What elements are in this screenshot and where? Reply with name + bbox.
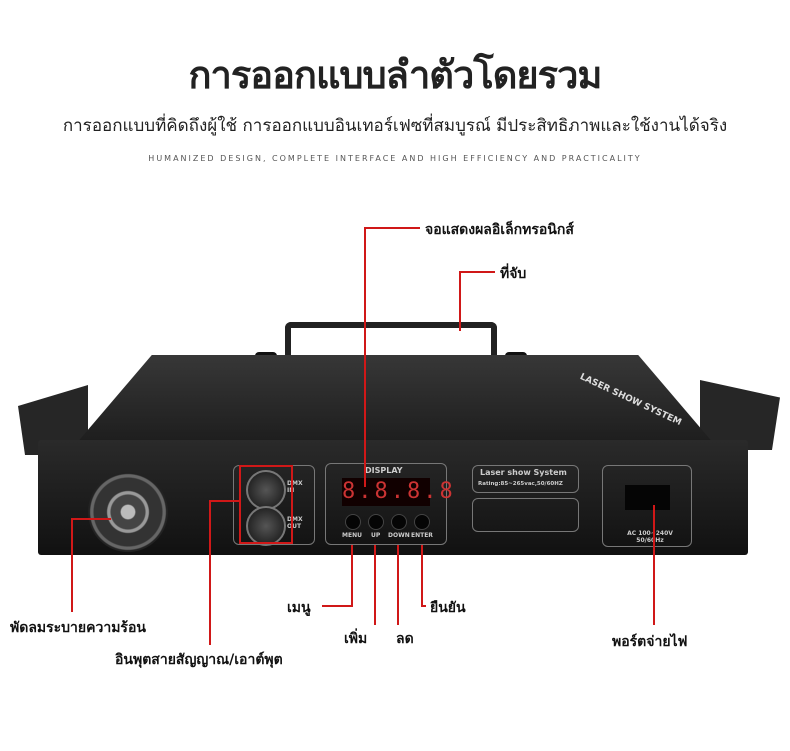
callout-menu: เมนู (287, 600, 311, 616)
control-panel (325, 463, 447, 545)
callout-line (364, 227, 366, 487)
device-handle (285, 322, 497, 373)
menu-button[interactable] (345, 514, 361, 530)
up-button[interactable] (368, 514, 384, 530)
callout-enter: ยืนยัน (430, 600, 466, 616)
callout-dmx: อินพุตสายสัญญาณ/เอาต์พุต (115, 652, 283, 668)
power-panel (602, 465, 692, 547)
led-display: 8.8.8.8 (342, 478, 456, 506)
dmx-highlight-box (239, 465, 293, 544)
down-button[interactable] (391, 514, 407, 530)
page-title: การออกแบบลำตัวโดยรวม (188, 53, 603, 97)
callout-line (653, 505, 655, 625)
callout-line (364, 227, 420, 229)
dmx-in-label: DMX IN (287, 480, 303, 494)
callout-handle: ที่จับ (500, 266, 527, 282)
callout-up: เพิ่ม (344, 631, 368, 647)
fan-icon (88, 472, 168, 552)
callout-fan: พัดลมระบายความร้อน (10, 620, 146, 636)
enter-button-label: ENTER (411, 532, 433, 539)
display-label: DISPLAY (365, 466, 403, 475)
info-title: Laser show System (480, 468, 567, 477)
english-tagline: HUMANIZED DESIGN, COMPLETE INTERFACE AND… (148, 154, 642, 163)
callout-power: พอร์ตจ่ายไฟ (612, 634, 688, 650)
callout-line (209, 500, 211, 645)
callout-line (351, 545, 353, 607)
enter-button[interactable] (414, 514, 430, 530)
callout-line (421, 545, 423, 607)
callout-line (397, 545, 399, 625)
callout-line (322, 605, 353, 607)
subtitle: การออกแบบที่คิดถึงผู้ใช้ การออกแบบอินเทอ… (62, 116, 728, 136)
info-rating: Rating:85~265vac,50/60HZ (478, 481, 563, 487)
callout-line (71, 518, 73, 612)
callout-line (459, 271, 461, 331)
info-plate (472, 465, 579, 493)
power-socket (625, 485, 670, 510)
menu-button-label: MENU (342, 532, 362, 539)
callout-line (421, 605, 426, 607)
callout-line (459, 271, 495, 273)
up-button-label: UP (371, 532, 381, 539)
certification-icons (472, 498, 579, 532)
dmx-out-connector (246, 506, 286, 546)
dmx-out-label: DMX OUT (287, 516, 303, 530)
down-button-label: DOWN (388, 532, 410, 539)
callout-line (71, 518, 111, 520)
power-rating: AC 100~240V 50/60Hz (627, 530, 673, 544)
callout-down: ลด (396, 631, 414, 647)
device-top (75, 355, 715, 445)
callout-line (209, 500, 240, 502)
callout-line (374, 545, 376, 625)
callout-display: จอแสดงผลอิเล็กทรอนิกส์ (425, 222, 574, 238)
